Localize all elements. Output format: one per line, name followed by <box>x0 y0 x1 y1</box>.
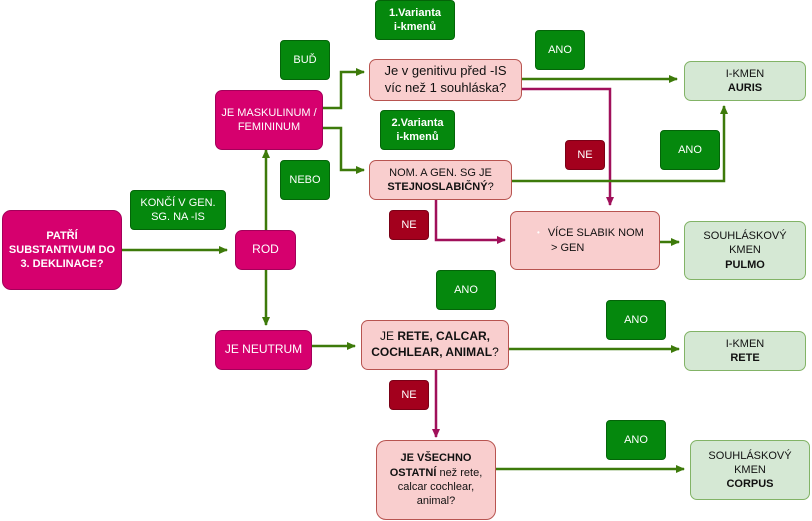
ostatni-question-node: JE VŠECHNO OSTATNÍ než rete, calcar coch… <box>376 440 496 520</box>
edge-nom-vice <box>434 200 506 244</box>
edge-masc-genitiv <box>323 68 365 110</box>
label-varianta-2: 2.Varianta i-kmenů <box>380 110 455 150</box>
nom-question-node: NOM. A GEN. SG JE STEJNOSLABIČNÝ? <box>369 160 512 200</box>
label-nebo: NEBO <box>280 160 330 200</box>
label-ano-vice: ANO <box>436 270 496 310</box>
result-corpus: SOUHLÁSKOVÝ KMEN CORPUS <box>690 440 810 500</box>
label-bud: BUĎ <box>280 40 330 80</box>
edge-genitiv-vice <box>522 87 614 206</box>
edge-masc-nom <box>323 126 365 174</box>
label-ano-rete: ANO <box>606 300 666 340</box>
label-konci: KONČÍ V GEN. SG. NA -IS <box>130 190 226 230</box>
result-rete: I-KMEN RETE <box>684 331 806 371</box>
genitiv-question-node: Je v genitivu před -IS víc než 1 souhlás… <box>369 59 522 101</box>
rete-question-node: JE RETE, CALCAR, COCHLEAR, ANIMAL? <box>361 320 509 370</box>
neutrum-node: JE NEUTRUM <box>215 330 312 370</box>
label-ano-nom: ANO <box>660 130 720 170</box>
label-ne-rete: NE <box>389 380 429 410</box>
result-pulmo: SOUHLÁSKOVÝ KMEN PULMO <box>684 221 806 280</box>
label-ano-genitiv: ANO <box>535 30 585 70</box>
label-ne-nom: NE <box>389 210 429 240</box>
label-ne-genitiv: NE <box>565 140 605 170</box>
label-ano-ostatni: ANO <box>606 420 666 460</box>
result-auris: I-KMEN AURIS <box>684 61 806 101</box>
label-varianta-1: 1.Varianta i-kmenů <box>375 0 455 40</box>
vice-question-node: •VÍCE SLABIK NOM > GEN <box>510 211 660 270</box>
masc-node: JE MASKULINUM / FEMININUM <box>215 90 323 150</box>
start-node: PATŘÍ SUBSTANTIVUM DO 3. DEKLINACE? <box>2 210 122 290</box>
rod-node: ROD <box>235 230 296 270</box>
edge-nom-auris <box>512 105 728 183</box>
